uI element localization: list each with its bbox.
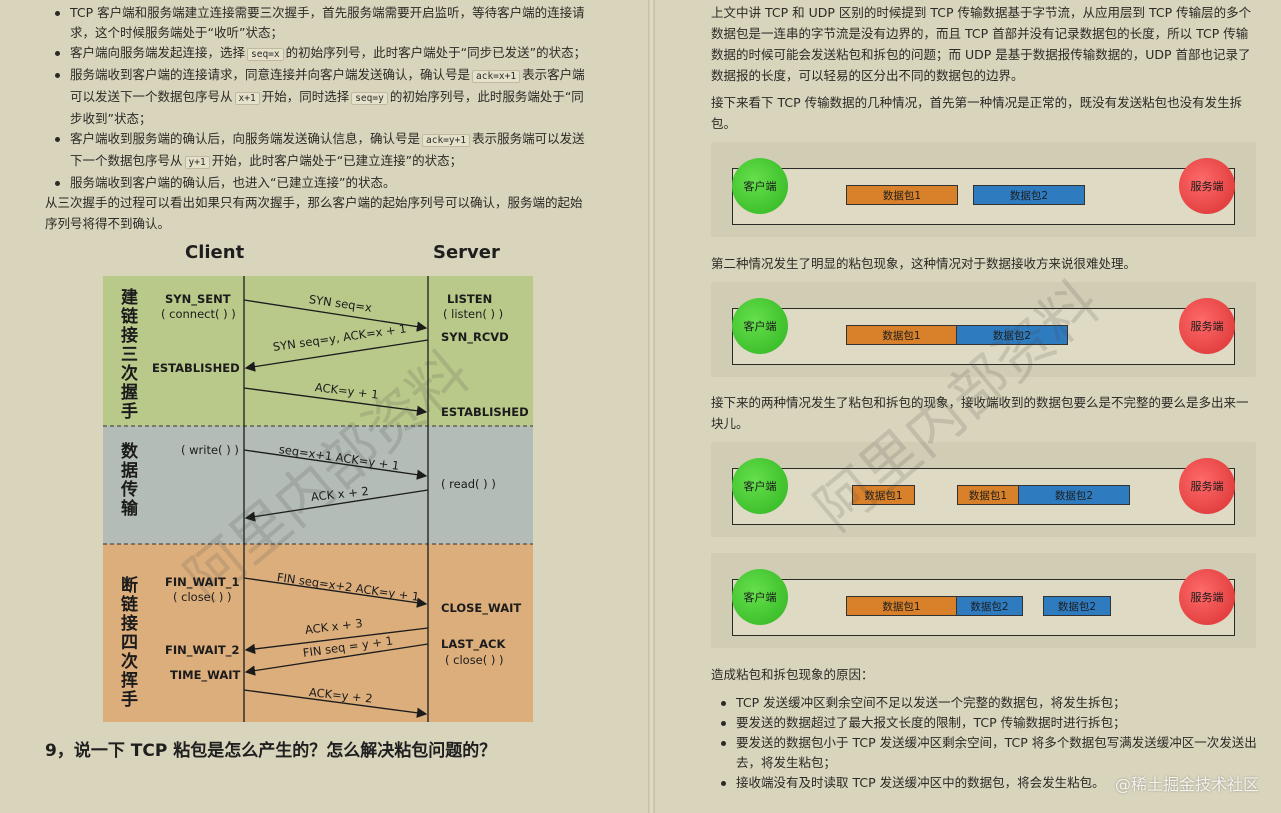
inline-code: ack=x+1 bbox=[472, 70, 521, 83]
arrow-ack1 bbox=[243, 387, 428, 416]
phase-data-title: 数据传输 bbox=[117, 442, 137, 518]
right-page bbox=[655, 0, 1281, 813]
arrow-syn bbox=[243, 299, 428, 332]
cause-item: TCP 发送缓冲区剩余空间不足以发送一个完整的数据包，将发生拆包； bbox=[711, 693, 1271, 713]
packet-2: 数据包2 bbox=[956, 325, 1068, 345]
cause-item: 接收端没有及时读取 TCP 发送缓冲区中的数据包，将会发生粘包。 bbox=[711, 773, 1271, 793]
cause-item: 要发送的数据包小于 TCP 发送缓冲区剩余空间，TCP 将多个数据包写满发送缓冲… bbox=[711, 733, 1271, 773]
arrow-ack3 bbox=[244, 627, 429, 655]
call-read: ( read( ) ) bbox=[441, 477, 496, 491]
handshake-steps-list: TCP 客户端和服务端建立连接需要三次握手，首先服务端需要开启监听，等待客户端的… bbox=[45, 3, 590, 193]
packet-1-part: 数据包1 bbox=[852, 485, 915, 505]
server-endpoint: 服务端 bbox=[1179, 158, 1235, 214]
packet-1-part: 数据包1 bbox=[957, 485, 1019, 505]
state-time-wait: TIME_WAIT bbox=[170, 668, 241, 682]
packet-figure-4: 客户端 服务端 数据包1 数据包2 数据包2 bbox=[711, 553, 1256, 648]
tcp-handshake-diagram: Client Server 建链接三次握手 数据传输 断链接四次挥手 SYN_S… bbox=[103, 240, 533, 722]
handshake-summary: 从三次握手的过程可以看出如果只有两次握手，那么客户端的起始序列号可以确认，服务端… bbox=[45, 195, 583, 231]
step-text: 表示服务端可以发送下一个数据包序号从 bbox=[70, 131, 585, 168]
case3-text: 接下来的两种情况发生了粘包和拆包的现象，接收端收到的数据包要么是不完整的要么是多… bbox=[711, 395, 1249, 431]
server-endpoint: 服务端 bbox=[1179, 458, 1235, 514]
causes-title: 造成粘包和拆包现象的原因： bbox=[711, 667, 874, 682]
client-title: Client bbox=[185, 242, 245, 263]
server-title: Server bbox=[433, 242, 500, 263]
call-connect: ( connect( ) ) bbox=[161, 307, 236, 321]
packet-2: 数据包2 bbox=[1018, 485, 1130, 505]
state-fin-wait-2: FIN_WAIT_2 bbox=[165, 643, 240, 657]
step-text: 服务端收到客户端的确认后，也进入“已建立连接”的状态。 bbox=[70, 175, 396, 190]
page-divider bbox=[648, 0, 655, 813]
state-established-client: ESTABLISHED bbox=[152, 361, 240, 375]
packet-figure-3: 客户端 服务端 数据包1 数据包1 数据包2 bbox=[711, 442, 1256, 537]
call-close-client: ( close( ) ) bbox=[173, 590, 232, 604]
state-syn-rcvd: SYN_RCVD bbox=[441, 330, 509, 344]
state-established-server: ESTABLISHED bbox=[441, 405, 529, 419]
packet-figure-2: 客户端 服务端 数据包1 数据包2 bbox=[711, 282, 1256, 377]
client-endpoint: 客户端 bbox=[732, 158, 788, 214]
call-listen: ( listen( ) ) bbox=[443, 307, 504, 321]
phase-connect-title: 建链接三次握手 bbox=[117, 288, 137, 421]
case2-text: 第二种情况发生了明显的粘包现象，这种情况对于数据接收方来说很难处理。 bbox=[711, 256, 1137, 271]
phase-close-title: 断链接四次挥手 bbox=[117, 576, 137, 709]
packet-2: 数据包2 bbox=[973, 185, 1085, 205]
step-text: 的初始序列号，此时客户端处于“同步已发送”的状态； bbox=[285, 45, 587, 60]
handshake-step: TCP 客户端和服务端建立连接需要三次握手，首先服务端需要开启监听，等待客户端的… bbox=[45, 3, 590, 43]
arrow-synack bbox=[244, 339, 429, 372]
packet-1: 数据包1 bbox=[846, 325, 957, 345]
client-endpoint: 客户端 bbox=[732, 569, 788, 625]
arrow-ack2 bbox=[244, 489, 429, 522]
phase-connect-band bbox=[103, 276, 533, 426]
arrow-fin1 bbox=[243, 577, 428, 608]
state-close-wait: CLOSE_WAIT bbox=[441, 601, 522, 615]
server-endpoint: 服务端 bbox=[1179, 298, 1235, 354]
site-watermark: @稀土掘金技术社区 bbox=[1114, 775, 1259, 794]
handshake-step: 服务端收到客户端的确认后，也进入“已建立连接”的状态。 bbox=[45, 173, 590, 193]
inline-code: seq=x bbox=[247, 48, 284, 61]
tcp-diagram-canvas bbox=[103, 276, 533, 722]
packet-figure-1: 客户端 服务端 数据包1 数据包2 bbox=[711, 142, 1256, 237]
inline-code: x+1 bbox=[234, 92, 260, 105]
step-text: 服务端收到客户端的连接请求，同意连接并向客户端发送确认，确认号是 bbox=[70, 67, 471, 82]
arrow-data bbox=[243, 449, 428, 480]
client-endpoint: 客户端 bbox=[732, 298, 788, 354]
call-close-server: ( close( ) ) bbox=[445, 653, 504, 667]
packet-2-part: 数据包2 bbox=[956, 596, 1023, 616]
state-syn-sent: SYN_SENT bbox=[165, 292, 231, 306]
packet-1: 数据包1 bbox=[846, 185, 958, 205]
packet-2-part: 数据包2 bbox=[1043, 596, 1111, 616]
step-text: 客户端收到服务端的确认后，向服务端发送确认信息，确认号是 bbox=[70, 131, 421, 146]
sticky-packet-intro: 上文中讲 TCP 和 UDP 区别的时候提到 TCP 传输数据基于字节流，从应用… bbox=[711, 5, 1252, 83]
phase-close-band bbox=[103, 544, 533, 722]
phase-data-band bbox=[103, 426, 533, 544]
inline-code: seq=y bbox=[351, 92, 388, 105]
client-endpoint: 客户端 bbox=[732, 458, 788, 514]
step-text: 表示客户端可以发送下一个数据包序号从 bbox=[70, 67, 585, 104]
cause-item: 要发送的数据超过了最大报文长度的限制，TCP 传输数据时进行拆包； bbox=[711, 713, 1271, 733]
question-heading: 9，说一下 TCP 粘包是怎么产生的？怎么解决粘包问题的？ bbox=[45, 741, 497, 761]
arrow-ack4 bbox=[243, 689, 428, 718]
case1-text: 接下来看下 TCP 传输数据的几种情况，首先第一种情况是正常的，既没有发送粘包也… bbox=[711, 95, 1243, 131]
step-text: 开始，此时客户端处于“已建立连接”的状态； bbox=[211, 153, 463, 168]
packet-1: 数据包1 bbox=[846, 596, 957, 616]
inline-code: y+1 bbox=[184, 156, 210, 169]
state-fin-wait-1: FIN_WAIT_1 bbox=[165, 575, 240, 589]
state-listen: LISTEN bbox=[447, 292, 493, 306]
step-text: 客户端向服务端发起连接，选择 bbox=[70, 45, 246, 60]
step-text: TCP 客户端和服务端建立连接需要三次握手，首先服务端需要开启监听，等待客户端的… bbox=[70, 5, 585, 40]
call-write: ( write( ) ) bbox=[181, 443, 239, 457]
step-text: 的初始序列号，此时服务端处于“同步收到”状态； bbox=[70, 89, 584, 126]
server-endpoint: 服务端 bbox=[1179, 569, 1235, 625]
state-last-ack: LAST_ACK bbox=[441, 637, 506, 651]
arrow-fin2 bbox=[244, 643, 429, 676]
inline-code: ack=y+1 bbox=[422, 134, 471, 147]
step-text: 开始，同时选择 bbox=[261, 89, 350, 104]
causes-list: TCP 发送缓冲区剩余空间不足以发送一个完整的数据包，将发生拆包；要发送的数据超… bbox=[711, 693, 1271, 793]
